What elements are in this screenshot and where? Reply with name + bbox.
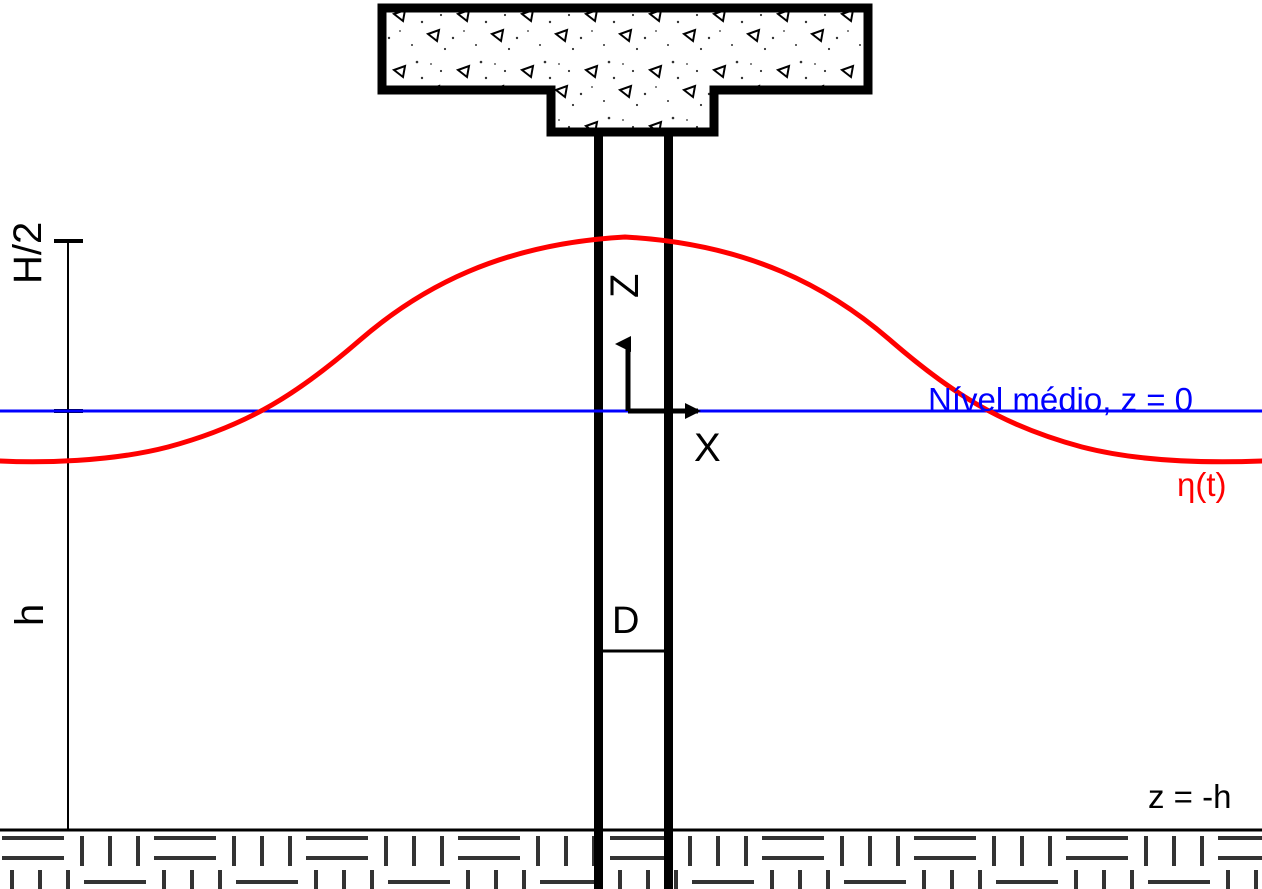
pile-left-wall — [594, 132, 603, 889]
label-mean-water-level: Nível médio, z = 0 — [928, 381, 1194, 418]
label-water-depth: h — [8, 603, 52, 626]
concrete-cap-outline — [377, 3, 873, 137]
label-seabed-level: z = -h — [1148, 778, 1232, 815]
coordinate-axes-group — [615, 336, 701, 419]
label-wave-amplitude: H/2 — [6, 221, 50, 284]
seabed-hatch — [0, 832, 1262, 889]
label-axis-vertical: Z — [603, 273, 647, 298]
dimension-group — [54, 239, 83, 830]
pile-right-wall — [664, 132, 673, 889]
label-surface-elevation: η(t) — [1177, 466, 1227, 503]
pile-group — [594, 132, 673, 889]
label-pile-diameter: D — [612, 600, 640, 642]
concrete-cap-group — [377, 3, 873, 137]
wave-profile-curve — [0, 234, 1262, 465]
label-axis-horizontal: X — [694, 426, 721, 470]
seabed-group — [0, 828, 1262, 889]
